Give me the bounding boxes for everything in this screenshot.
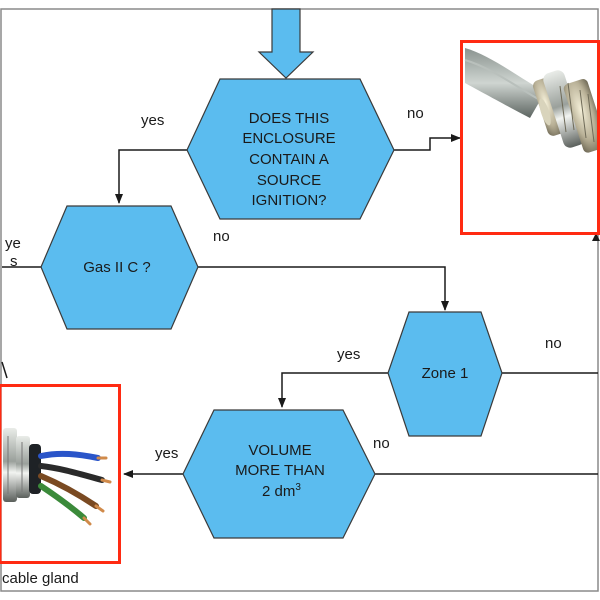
gas-text: Gas II C ?	[83, 259, 151, 276]
connector-enclosure-gas	[115, 149, 187, 204]
enclosure-text-line3: CONTAIN A	[249, 151, 329, 168]
volume-text-line3: 2 dm3	[262, 482, 301, 500]
decision-zone-1	[387, 311, 503, 437]
volume-superscript: 3	[295, 482, 301, 493]
top-right-image-frame	[460, 40, 600, 235]
edge-arrow-left-fragment	[1, 361, 8, 379]
metal-cable-gland-photo	[462, 42, 600, 233]
connectors	[2, 134, 598, 478]
connector-zone-volume	[278, 372, 388, 408]
label-no-gas: no	[213, 228, 230, 245]
label-no-volume: no	[373, 435, 390, 452]
decision-enclosure-ignition	[186, 78, 395, 220]
cable-gland-with-wires-photo	[3, 386, 119, 562]
enclosure-text-line2: ENCLOSURE	[242, 130, 335, 147]
entry-arrow-icon	[257, 8, 315, 79]
connector-gas-zone	[198, 266, 449, 311]
enclosure-text-line1: DOES THIS	[249, 110, 330, 127]
volume-text-line2: MORE THAN	[235, 462, 325, 479]
label-no-zone: no	[545, 335, 562, 352]
label-yes-zone: yes	[337, 346, 360, 363]
label-yes-volume: yes	[155, 445, 178, 462]
label-no-top: no	[407, 105, 424, 122]
label-s: s	[10, 253, 18, 270]
enclosure-text-line4: SOURCE	[257, 172, 321, 189]
volume-text-line1: VOLUME	[248, 442, 311, 459]
label-yes-top: yes	[141, 112, 164, 129]
bottom-left-image-frame	[0, 384, 121, 564]
decision-gas-iic	[40, 205, 199, 330]
cable-gland-caption: cable gland	[2, 570, 79, 587]
decision-volume	[182, 409, 376, 539]
label-ye: ye	[5, 235, 21, 252]
connector-enclosure-image	[394, 134, 461, 151]
zone-text: Zone 1	[422, 365, 469, 382]
edge-arrow-right-fragment	[592, 233, 600, 241]
enclosure-text-line5: IGNITION?	[251, 192, 326, 209]
